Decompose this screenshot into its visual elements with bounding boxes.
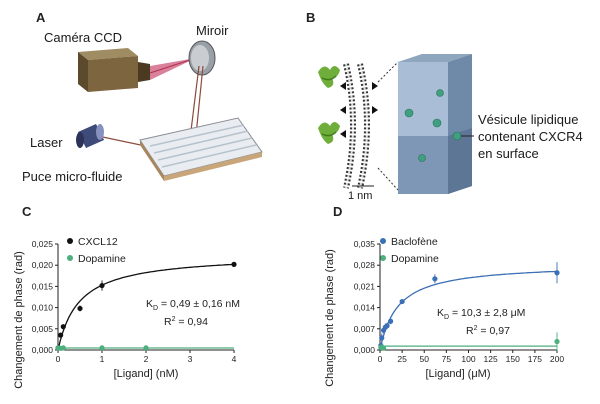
chart-c-xtick-label: 0 bbox=[56, 354, 61, 364]
chart-d-point-baclofène bbox=[399, 298, 405, 305]
chart-d-point-baclofène bbox=[554, 270, 560, 276]
legend-marker-dopamine bbox=[67, 255, 73, 261]
chart-d-point-dopamine bbox=[380, 345, 387, 351]
legend-marker-dopamine bbox=[380, 255, 386, 261]
chart-d-xtick-label: 25 bbox=[397, 354, 407, 364]
chart-c-ytick-label: 0,015 bbox=[32, 281, 54, 291]
chart-d-ytick-label: 0,007 bbox=[354, 324, 376, 334]
scale-bar-label: 1 nm bbox=[348, 190, 372, 202]
laser-icon bbox=[76, 124, 104, 148]
chart-d-r2-annotation: R2 = 0,97 bbox=[466, 325, 510, 337]
panel-b: B 1 nm bbox=[306, 10, 583, 202]
receptor-protein-icon bbox=[318, 66, 340, 144]
chart-c-xtick-label: 3 bbox=[188, 354, 193, 364]
chart-c-point-cxcl12 bbox=[58, 332, 64, 338]
lipid-bilayer-icon bbox=[340, 63, 378, 189]
chart-d-ytick-label: 0,014 bbox=[354, 303, 376, 313]
chart-d-xtick-label: 150 bbox=[506, 354, 520, 364]
chart-d-xlabel: [Ligand] (μM) bbox=[425, 368, 490, 380]
camera-label: Caméra CCD bbox=[44, 30, 122, 45]
chart-d-xtick-label: 100 bbox=[461, 354, 475, 364]
chart-d-xtick-label: 0 bbox=[378, 354, 383, 364]
chart-d-xtick-label: 200 bbox=[550, 354, 564, 364]
mirror-icon bbox=[188, 40, 216, 76]
chart-c-point-cxcl12 bbox=[99, 282, 105, 289]
ccd-camera-icon bbox=[78, 48, 150, 92]
chart-d-xtick-label: 175 bbox=[528, 354, 542, 364]
chart-d-ytick-label: 0,000 bbox=[354, 345, 376, 355]
chart-c-point-dopamine bbox=[99, 345, 105, 351]
reflected-beam bbox=[149, 57, 197, 80]
chart-c-ylabel: Changement de phase (rad) bbox=[13, 251, 25, 389]
chart-c-ytick-label: 0,020 bbox=[32, 260, 54, 270]
chart-c-point-dopamine bbox=[143, 345, 149, 351]
chart-c-point-cxcl12 bbox=[60, 324, 66, 330]
chart-c-xlabel: [Ligand] (nM) bbox=[114, 368, 179, 380]
panel-letter-d: D bbox=[333, 204, 342, 219]
mirror-label: Miroir bbox=[196, 23, 229, 38]
chart-d-legend: Baclofène Dopamine bbox=[380, 236, 439, 265]
chart-d-xtick-label: 50 bbox=[420, 354, 430, 364]
chart-d-point-baclofène bbox=[432, 276, 438, 282]
chart-c-xtick-label: 1 bbox=[100, 354, 105, 364]
chart-d-ytick-label: 0,035 bbox=[354, 239, 376, 249]
chart-c-r2-annotation: R2 = 0,94 bbox=[164, 316, 208, 328]
chart-c-xtick-label: 4 bbox=[232, 354, 237, 364]
legend-label-dopamine: Dopamine bbox=[78, 253, 126, 265]
zoom-line-top bbox=[377, 61, 399, 83]
chart-c-ytick-label: 0,005 bbox=[32, 324, 54, 334]
chart-d-point-dopamine bbox=[554, 338, 560, 345]
chart-d-ytick-label: 0,021 bbox=[354, 281, 376, 291]
zoom-line-bottom bbox=[377, 167, 399, 191]
panel-letter-c: C bbox=[22, 204, 32, 219]
chart-c: C Changement de phase (rad) [Ligand] (nM… bbox=[13, 204, 240, 389]
chart-d-point-baclofène bbox=[384, 323, 390, 329]
chart-c-ytick-label: 0,010 bbox=[32, 303, 54, 313]
panel-letter-b: B bbox=[306, 10, 315, 25]
panel-a: A Caméra CCD Miroir Laser Puce micro-flu… bbox=[22, 10, 263, 184]
chart-d: D Changement de phase (rad) [Ligand] (μM… bbox=[324, 204, 564, 387]
chart-d-ytick-label: 0,028 bbox=[354, 260, 376, 270]
vesicle-label-line-3: en surface bbox=[478, 146, 539, 161]
chart-c-ytick-label: 0,025 bbox=[32, 239, 54, 249]
chart-d-ylabel: Changement de phase (rad) bbox=[324, 249, 336, 387]
legend-label-dopamine: Dopamine bbox=[391, 253, 439, 265]
laser-label: Laser bbox=[30, 135, 63, 150]
chart-d-point-baclofène bbox=[379, 335, 385, 341]
legend-marker-cxcl12 bbox=[67, 238, 73, 244]
chart-d-fit-baclofène bbox=[379, 270, 558, 351]
chart-c-xtick-label: 2 bbox=[144, 354, 149, 364]
legend-marker-baclofene bbox=[380, 238, 386, 244]
chart-d-xtick-label: 125 bbox=[484, 354, 498, 364]
legend-label-baclofene: Baclofène bbox=[391, 236, 438, 248]
chart-c-ytick-label: 0,000 bbox=[32, 345, 54, 355]
chart-d-kd-annotation: KD = 10,3 ± 2,8 μM bbox=[437, 307, 525, 321]
vesicle-label-line-2: contenant CXCR4 bbox=[478, 129, 583, 144]
vesicle-cube-icon bbox=[398, 54, 472, 194]
chart-c-point-dopamine bbox=[60, 345, 66, 351]
chart-d-point-baclofène bbox=[388, 318, 394, 324]
microfluidic-chip-icon bbox=[139, 117, 263, 181]
vesicle-label-line-1: Vésicule lipidique bbox=[478, 112, 578, 127]
chart-c-kd-annotation: KD = 0,49 ± 0,16 nM bbox=[146, 298, 240, 312]
panel-letter-a: A bbox=[36, 10, 46, 25]
legend-label-cxcl12: CXCL12 bbox=[78, 236, 118, 248]
chip-label: Puce micro-fluide bbox=[22, 169, 122, 184]
chart-c-point-cxcl12 bbox=[77, 305, 83, 312]
chart-c-legend: CXCL12 Dopamine bbox=[67, 236, 126, 265]
chart-d-xtick-label: 75 bbox=[442, 354, 452, 364]
chart-c-fit-cxcl12 bbox=[57, 263, 235, 351]
chart-c-point-cxcl12 bbox=[231, 261, 237, 267]
